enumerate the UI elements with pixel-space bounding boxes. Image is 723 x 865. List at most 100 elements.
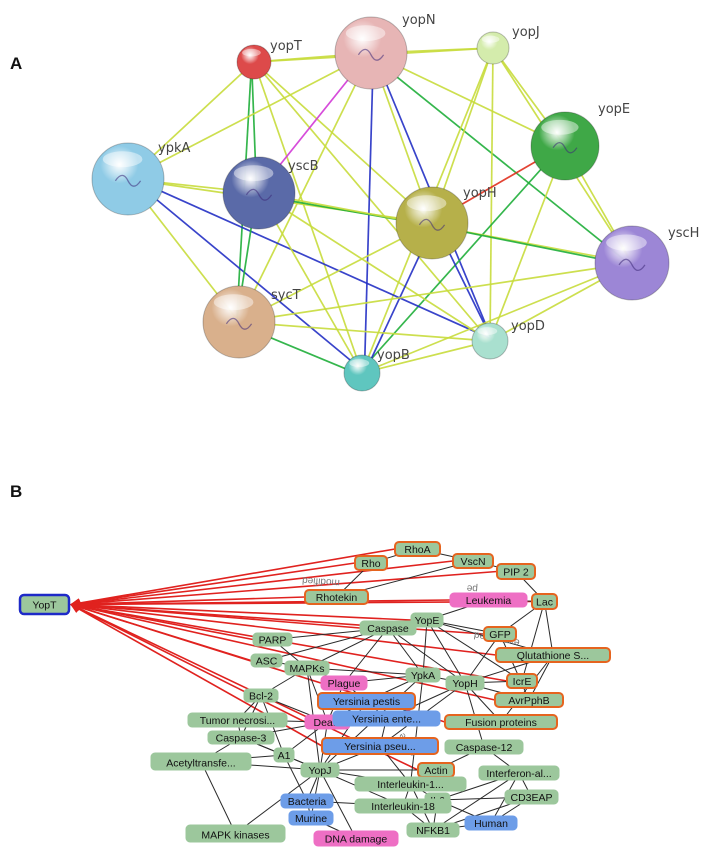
node-yopj: yopJ: [476, 25, 540, 65]
node-mapks: MAPKs: [284, 660, 330, 676]
node-rho-box: [354, 555, 388, 571]
edge-rho-to-yopt: [70, 562, 356, 609]
node-rhotekin-label: Rhotekin: [316, 592, 358, 604]
node-yopd-label: yopD: [511, 319, 545, 334]
edge-syct-yopd: [238, 321, 491, 342]
node-yope-label: YopE: [415, 615, 440, 627]
node-yersiniapestis-label: Yersinia pestis: [333, 696, 400, 708]
node-ypka-highlight: [102, 151, 143, 168]
node-nfkb1-box: [406, 822, 460, 838]
node-bcl2: Bcl-2: [243, 688, 279, 703]
node-dnadamage-label: DNA damage: [325, 833, 388, 845]
node-gfp-label: GFP: [489, 629, 511, 641]
node-syct: sycT: [202, 285, 301, 359]
edge-yopj-mapkkinases: [235, 769, 321, 834]
edge-pip2-to-yopt: [70, 570, 498, 609]
node-interleukin18: Interleukin-18: [354, 798, 452, 814]
edge-yopt-yoph: [253, 61, 433, 224]
node-lac-box: [531, 593, 558, 610]
panel-a: A yopNyopTyopJyopEypkAyscByopHyscHsycTyo…: [10, 13, 699, 392]
node-yopb: yopB: [343, 348, 410, 392]
node-yopt-label: yopT: [270, 39, 302, 54]
node-fusionproteins-label: Fusion proteins: [465, 717, 537, 729]
node-interferonal-box: [478, 765, 560, 781]
edge-yope-yopb: [359, 143, 564, 372]
node-yope-sphere: [530, 111, 600, 181]
panel-a-nodes: yopNyopTyopJyopEypkAyscByopHyscHsycTyopD…: [91, 13, 699, 392]
node-parp-label: PARP: [259, 634, 287, 646]
node-nfkb1-label: NFKB1: [416, 825, 450, 837]
node-bacteria-label: Bacteria: [288, 796, 327, 808]
node-yope: YopE: [410, 612, 444, 628]
node-vscn-label: VscN: [460, 556, 485, 568]
node-tumornecrosis-box: [187, 712, 288, 728]
node-bacteria-box: [280, 793, 334, 809]
node-pip2-box: [496, 563, 536, 580]
node-dnadamage-box: [313, 830, 399, 847]
node-yopj: YopJ: [300, 762, 340, 778]
node-tumornecrosis-label: Tumor necrosi...: [200, 715, 275, 727]
edge-ypka-yopb: [128, 176, 365, 372]
node-yoph-highlight: [406, 195, 447, 212]
node-ypka: YpkA: [405, 667, 441, 683]
node-icre-box: [506, 673, 538, 689]
node-mapkkinases-box: [185, 824, 286, 843]
panel-a-letter: A: [10, 54, 22, 73]
node-leukemia-label: Leukemia: [466, 595, 512, 607]
node-yope-highlight: [541, 119, 579, 135]
edge-leukemia-to-yopt: [70, 599, 451, 610]
node-human-label: Human: [474, 818, 508, 830]
node-vscn: VscN: [452, 553, 494, 569]
node-murine-box: [288, 810, 334, 826]
node-lac-label: Lac: [536, 596, 553, 608]
node-yopt-highlight: [242, 48, 261, 57]
node-plague-box: [320, 675, 368, 691]
node-ysch: yscH: [594, 225, 699, 301]
node-bcl2-label: Bcl-2: [249, 690, 273, 702]
edge-parp-to-yopt: [70, 601, 254, 641]
node-interleukin1-label: Interleukin-1...: [377, 779, 444, 791]
node-gfp: GFP: [483, 626, 517, 642]
node-ypka-structure-icon: [114, 174, 142, 187]
node-yoph-label: yopH: [463, 186, 497, 201]
node-bacteria: Bacteria: [280, 793, 334, 809]
node-avrpphb: AvrPphB: [494, 692, 564, 708]
node-yopn-highlight: [345, 25, 386, 42]
edge-lac-glutathione: [544, 601, 554, 656]
node-caspase: Caspase: [359, 620, 417, 636]
edge-caspase-yoph: [387, 627, 466, 684]
edge-gfp-yoph: [464, 633, 501, 684]
node-syct-highlight: [213, 294, 254, 311]
node-yopj-highlight: [481, 35, 500, 43]
node-yoph: YopH: [445, 675, 485, 691]
node-plague: Plague: [320, 675, 368, 691]
edge-label-pe: pe: [466, 582, 478, 594]
node-yersiniapseu-box: [321, 737, 439, 755]
edge-yoph-syct: [238, 222, 433, 323]
edge-label-modified: modified: [302, 574, 340, 588]
node-asc: ASC: [250, 653, 283, 668]
node-dnadamage: DNA damage: [313, 830, 399, 847]
node-yersiniapestis: Yersinia pestis: [317, 692, 416, 710]
node-parp: PARP: [252, 632, 293, 647]
node-ysch-label: yscH: [668, 226, 699, 241]
node-yope-structure-icon: [552, 141, 578, 154]
node-yoph-label: YopH: [452, 678, 477, 690]
node-rhotekin-box: [304, 589, 369, 605]
panel-b-red-edges: [70, 548, 533, 771]
node-caspase-box: [359, 620, 417, 636]
node-pip2-label: PIP 2: [503, 566, 529, 578]
node-yope-label: yopE: [598, 102, 630, 117]
node-yopj-sphere: [476, 31, 510, 65]
node-rho-label: Rho: [361, 558, 380, 570]
node-syct-sphere: [202, 285, 276, 359]
node-yopj-label: yopJ: [512, 25, 540, 40]
node-caspase3-box: [207, 730, 275, 745]
node-ypka: ypkA: [91, 141, 190, 216]
node-icre-label: IcrE: [513, 676, 532, 688]
edge-yscb-yopd: [258, 192, 491, 342]
node-yopt: YopT: [18, 593, 71, 616]
node-interleukin18-label: Interleukin-18: [371, 801, 435, 813]
node-mapkkinases: MAPK kinases: [185, 824, 286, 843]
